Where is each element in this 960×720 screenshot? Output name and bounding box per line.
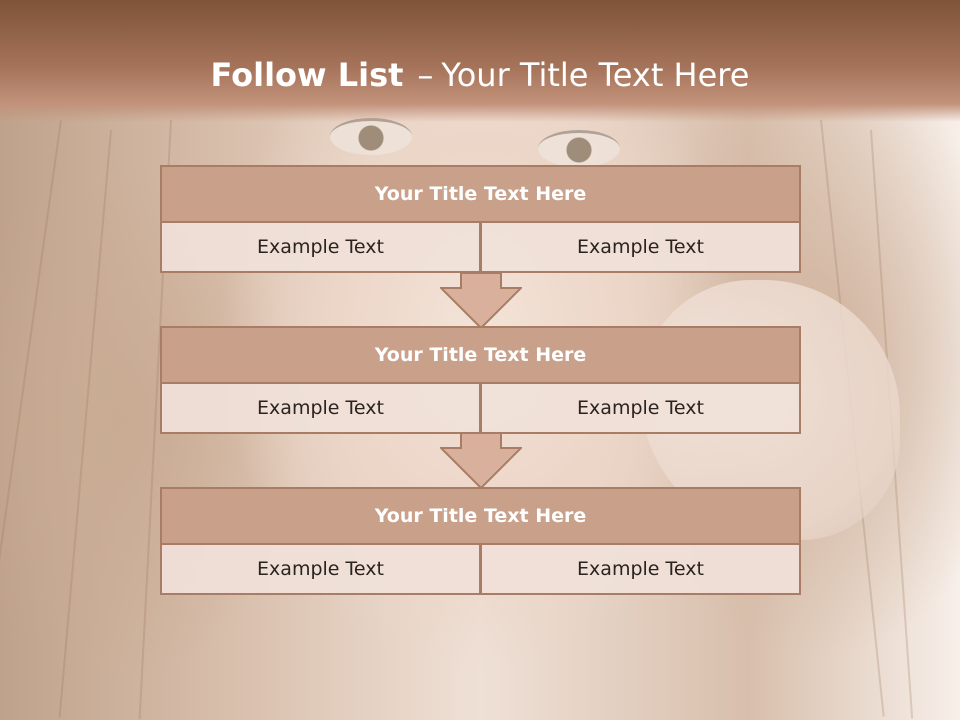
step-title: Your Title Text Here	[160, 165, 801, 223]
hair-strand	[58, 130, 112, 718]
page-title-bold: Follow List	[210, 56, 404, 94]
step-title: Your Title Text Here	[160, 487, 801, 545]
step-cell-left: Example Text	[160, 221, 481, 273]
step-cell-left: Example Text	[160, 543, 481, 595]
page-title-dash: –	[417, 56, 434, 94]
step-cell-right: Example Text	[480, 543, 801, 595]
step-block-1: Your Title Text Here Example Text Exampl…	[160, 165, 801, 273]
page-title-rest: Your Title Text Here	[441, 56, 750, 94]
down-arrow-icon	[440, 272, 522, 330]
hair-strand	[0, 120, 62, 715]
step-cell-left: Example Text	[160, 382, 481, 434]
right-eye	[538, 130, 620, 167]
page-title: Follow List–Your Title Text Here	[0, 56, 960, 94]
down-arrow-icon	[440, 432, 522, 490]
step-block-3: Your Title Text Here Example Text Exampl…	[160, 487, 801, 595]
step-cell-right: Example Text	[480, 382, 801, 434]
header-band	[0, 0, 960, 122]
left-eye	[330, 118, 412, 155]
step-block-2: Your Title Text Here Example Text Exampl…	[160, 326, 801, 434]
step-title: Your Title Text Here	[160, 326, 801, 384]
step-cell-right: Example Text	[480, 221, 801, 273]
